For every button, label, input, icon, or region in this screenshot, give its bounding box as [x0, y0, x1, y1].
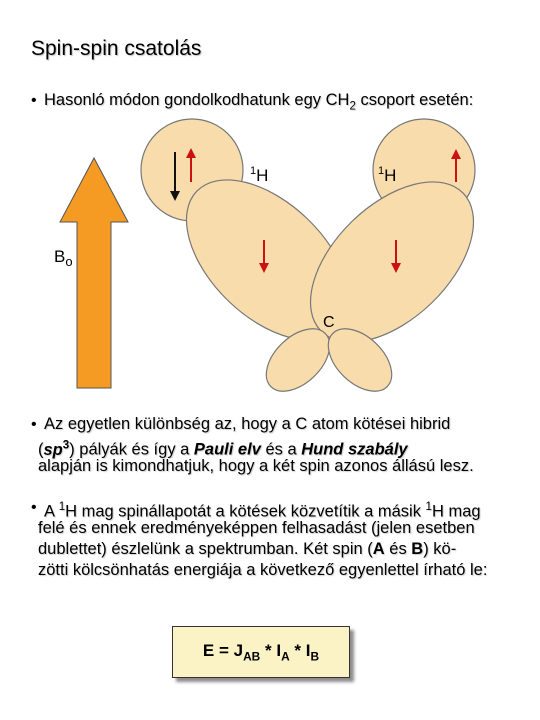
- bullet-marker: •: [31, 416, 37, 433]
- para1-line2: (sp3) pályák és így a Pauli elv és a Hun…: [38, 439, 408, 459]
- para2-line4: zötti kölcsönhatás energiája a következő…: [38, 561, 488, 579]
- slide-title: Spin-spin csatolás: [31, 37, 202, 60]
- para1-line3: alapján is kimondhatjuk, hogy a két spin…: [38, 457, 474, 475]
- field-label: Bo: [54, 247, 73, 269]
- para2-line2: felé és ennek eredményeképpen felhasadás…: [38, 519, 475, 537]
- coupling-equation: E = JAB * IA * IB: [202, 640, 320, 664]
- bullet-marker: •: [31, 92, 37, 109]
- intro-text: Hasonló módon gondolkodhatunk egy CH2 cs…: [44, 91, 474, 113]
- hydrogen-label-left: 1H: [250, 165, 268, 185]
- para2-line3: dublettet) észlelünk a spektrumban. Két …: [38, 540, 457, 558]
- carbon-label: C: [323, 314, 335, 331]
- hydrogen-label-right: 1H: [378, 165, 396, 185]
- sp3-lobe-bottom-right: [327, 328, 393, 392]
- bullet-marker: •: [31, 499, 37, 516]
- coupling-equation-box: E = JAB * IA * IB: [172, 626, 350, 678]
- field-arrow: [59, 156, 129, 389]
- para1-line1: Az egyetlen különbség az, hogy a C atom …: [44, 415, 451, 433]
- para2-line1: A 1H mag spinállapotát a kötések közvetí…: [44, 501, 481, 521]
- sp3-lobe-bottom-left: [265, 328, 331, 392]
